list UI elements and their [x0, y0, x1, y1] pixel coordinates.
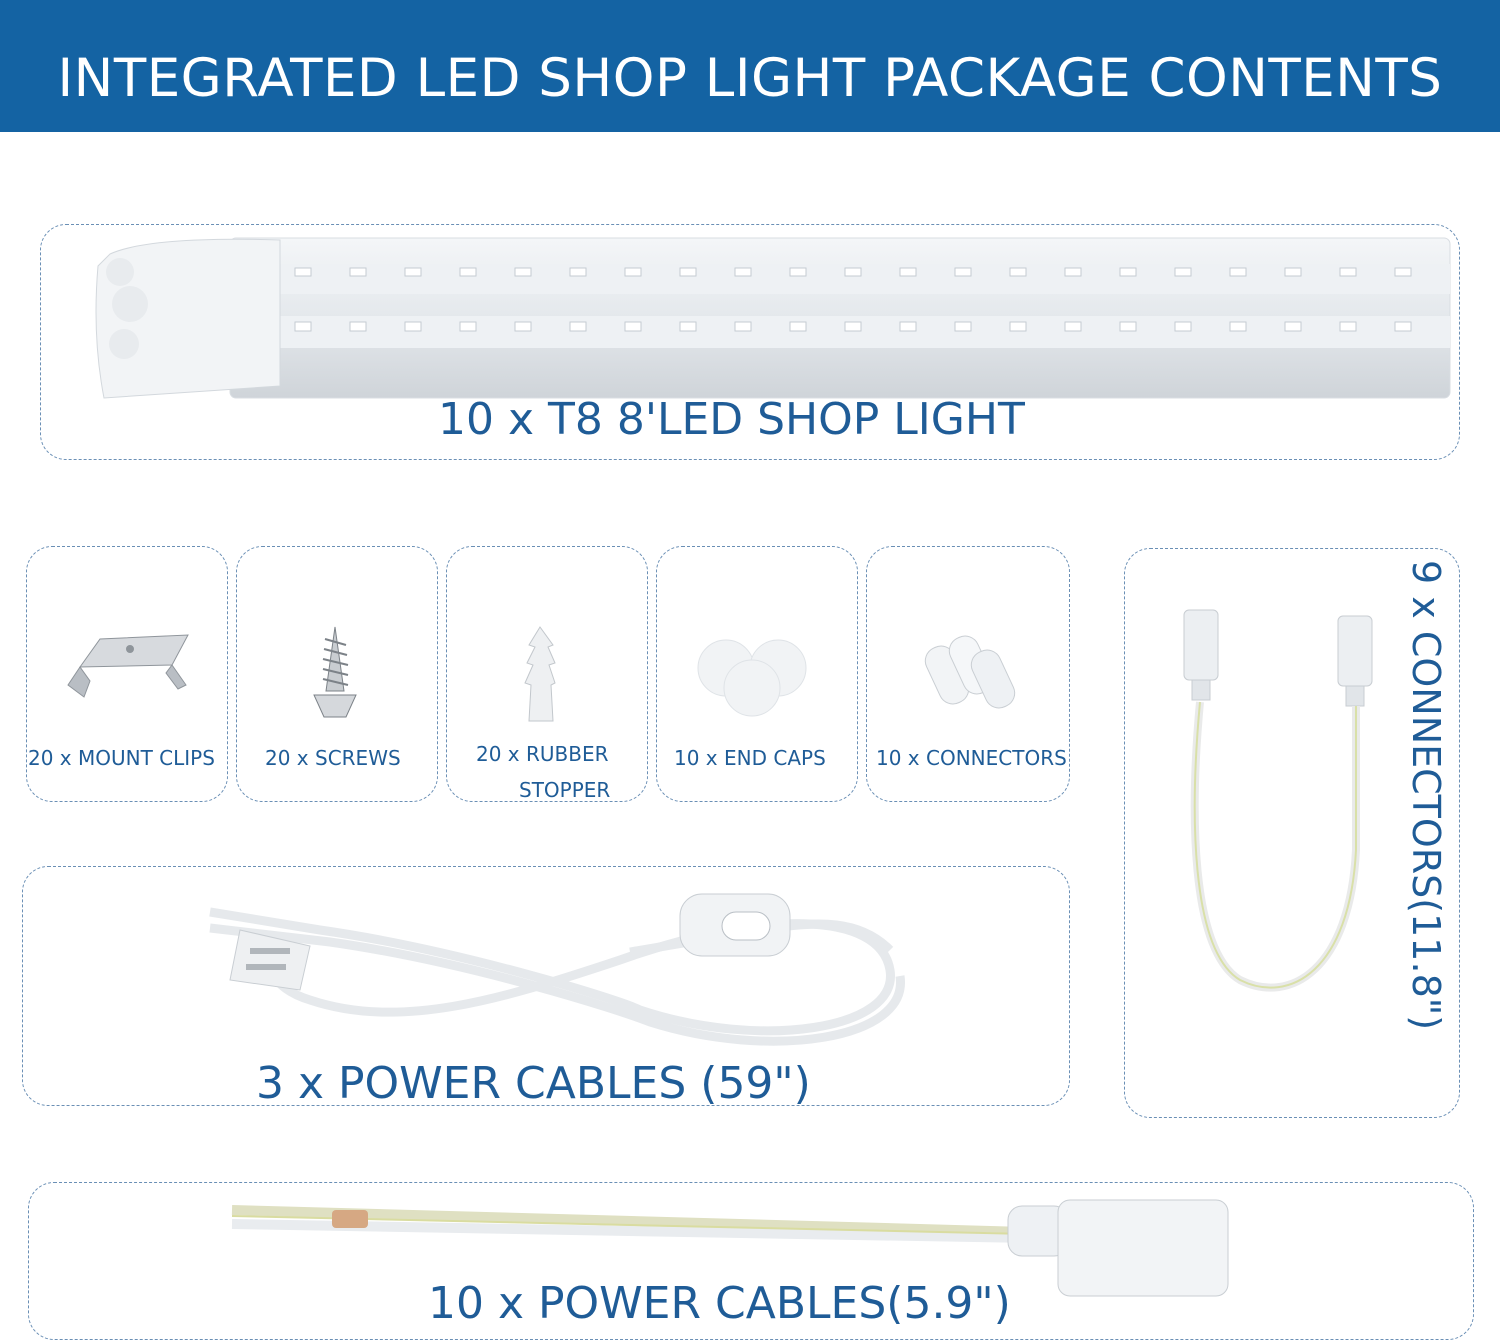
power-cables-long-label: 3 x POWER CABLES (59") — [256, 1058, 811, 1109]
led-tube-image — [95, 237, 1451, 399]
end-cap-image — [697, 639, 807, 717]
rubber-stopper-label-2: STOPPER — [519, 778, 611, 802]
connector-cables-box — [1124, 548, 1460, 1118]
mount-clip-image — [67, 634, 189, 698]
connector-image — [924, 635, 1016, 709]
power-cables-long-box — [22, 866, 1070, 1106]
mount-clips-box — [26, 546, 228, 802]
rubber-stopper-image — [524, 626, 556, 722]
end-caps-label: 10 x END CAPS — [674, 746, 826, 770]
connectors-label: 10 x CONNECTORS — [876, 746, 1067, 770]
screws-label: 20 x SCREWS — [265, 746, 401, 770]
power-cable-switch-image — [209, 893, 905, 1046]
power-cables-short-box — [28, 1182, 1474, 1340]
connectors-box — [866, 546, 1070, 802]
connector-cables-label: 9 x CONNECTORS(11.8") — [1404, 560, 1448, 1031]
end-caps-box — [656, 546, 858, 802]
header-banner: INTEGRATED LED SHOP LIGHT PACKAGE CONTEN… — [0, 0, 1500, 132]
power-cables-short-label: 10 x POWER CABLES(5.9") — [428, 1278, 1011, 1329]
connector-cable-image — [1183, 609, 1373, 992]
rubber-stopper-label-1: 20 x RUBBER — [476, 742, 609, 766]
screw-image — [313, 626, 357, 718]
mount-clips-label: 20 x MOUNT CLIPS — [28, 746, 215, 770]
short-power-cable-image — [231, 1199, 1229, 1297]
screws-box — [236, 546, 438, 802]
shop-light-label: 10 x T8 8'LED SHOP LIGHT — [438, 394, 1025, 445]
rubber-stopper-box — [446, 546, 648, 802]
shop-light-box — [40, 224, 1460, 460]
page-title: INTEGRATED LED SHOP LIGHT PACKAGE CONTEN… — [57, 48, 1443, 109]
